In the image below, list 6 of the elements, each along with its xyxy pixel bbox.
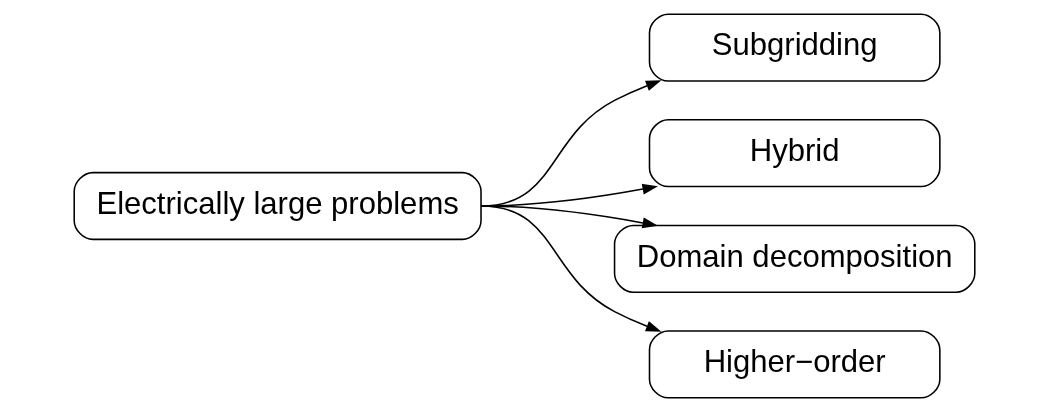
node-box: Higher−order (648, 330, 941, 399)
node-box: Subgridding (648, 13, 941, 82)
node-box: Electrically large problems (72, 171, 482, 241)
node-box: Domain decomposition (613, 224, 976, 293)
arrow (479, 205, 661, 332)
node-box: Hybrid (648, 119, 941, 188)
